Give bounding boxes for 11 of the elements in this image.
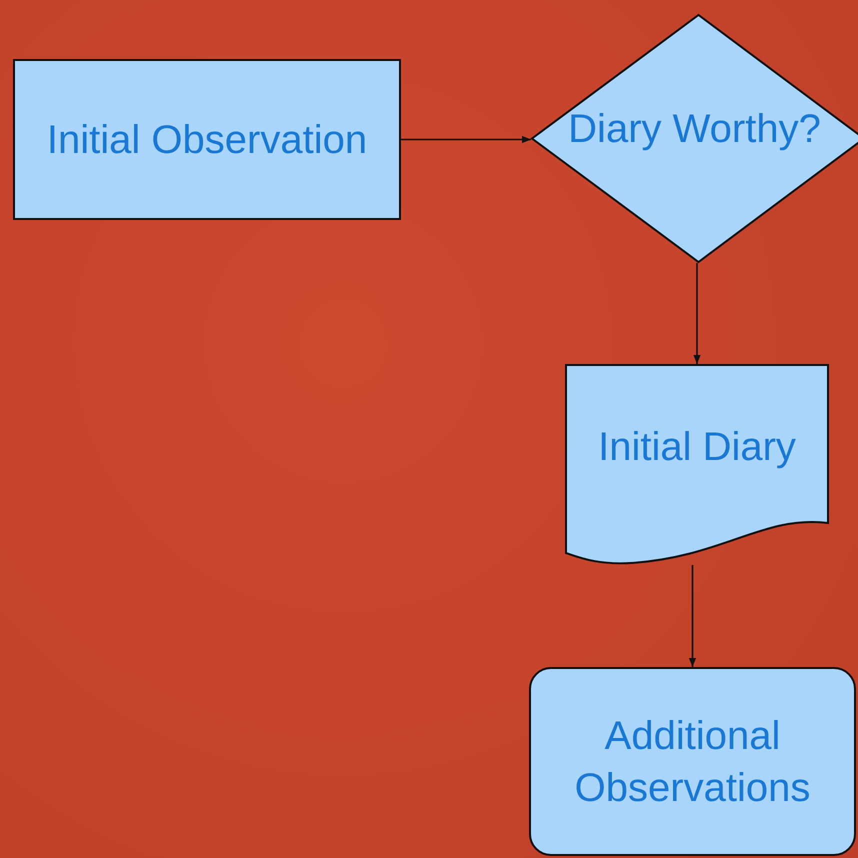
node-label: Initial Diary: [598, 424, 796, 470]
arrow: [688, 565, 696, 667]
node-label: Diary Worthy?: [568, 106, 821, 152]
process-box: [13, 59, 401, 220]
document-shape: [565, 364, 829, 565]
arrow: [401, 136, 531, 144]
arrow: [693, 263, 701, 364]
rounded-box: [529, 667, 856, 856]
node-label: Initial Observation: [46, 116, 368, 164]
decision-diamond: [531, 14, 858, 263]
node-label: Additional Observations: [574, 712, 812, 812]
